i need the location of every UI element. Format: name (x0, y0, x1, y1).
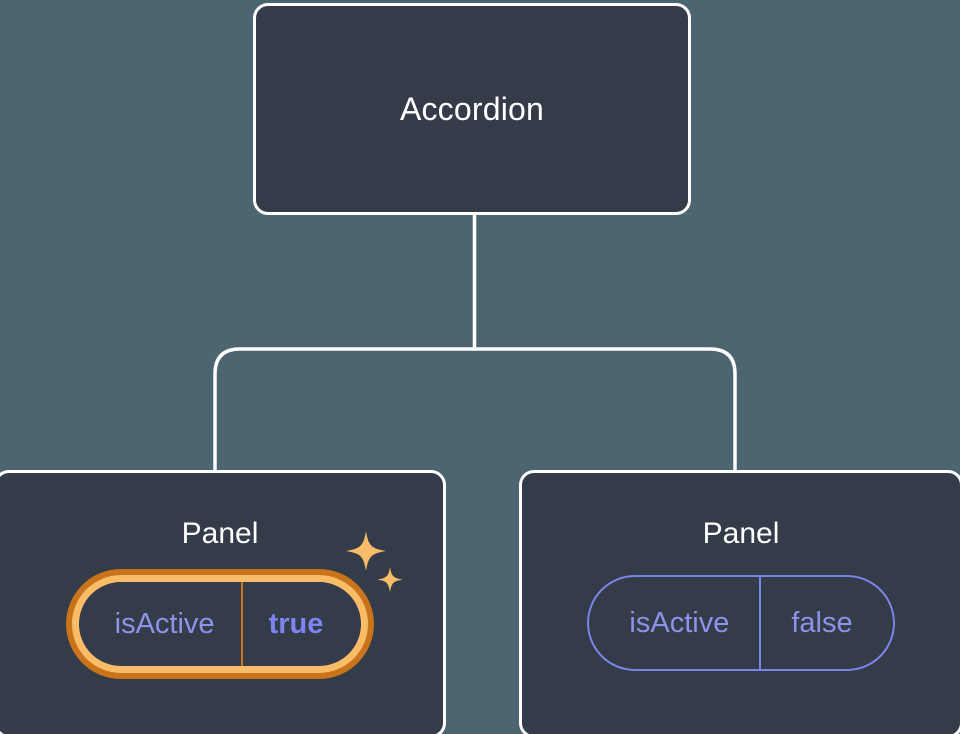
node-accordion-title: Accordion (399, 91, 545, 127)
node-accordion[interactable]: Accordion (253, 3, 691, 215)
prop-key: isActive (114, 607, 215, 640)
node-panel-inactive[interactable]: Panel isActive false (519, 470, 960, 734)
prop-pill-isactive-false[interactable]: isActive false (587, 575, 895, 671)
node-panel-active-title: Panel (181, 517, 259, 550)
connector-branch-left (213, 347, 475, 471)
prop-key: isActive (629, 606, 730, 639)
prop-value: false (759, 577, 888, 669)
prop-pill-isactive-true[interactable]: isActive true (71, 575, 369, 673)
connector-branch-right (474, 347, 737, 471)
node-panel-inactive-title: Panel (702, 517, 780, 550)
prop-pill-inactive-wrap: isActive false (587, 575, 895, 671)
node-panel-active[interactable]: Panel isActive true (0, 470, 446, 734)
prop-pill-active-wrap: isActive true (71, 531, 403, 673)
prop-value: true (240, 582, 358, 666)
